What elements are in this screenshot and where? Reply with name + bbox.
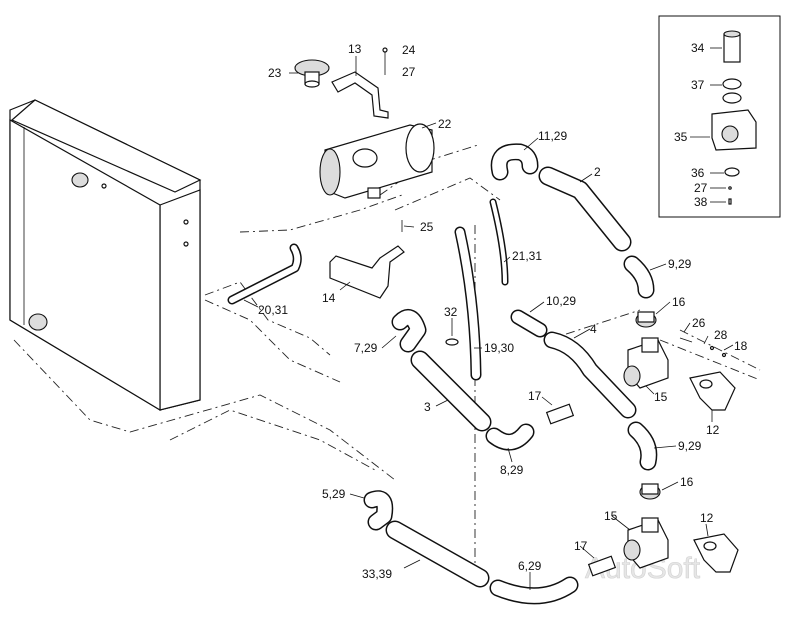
connector-lower bbox=[587, 555, 617, 577]
small-screws bbox=[679, 337, 727, 358]
callout-28: 28 bbox=[714, 328, 728, 342]
callout-26: 26 bbox=[692, 316, 706, 330]
fitting-lower bbox=[639, 483, 661, 500]
callout-2: 2 bbox=[594, 165, 601, 179]
expansion-tank bbox=[319, 123, 435, 199]
callout-21-31: 21,31 bbox=[512, 249, 542, 263]
connector-upper bbox=[545, 403, 575, 425]
callout-33-39: 33,39 bbox=[362, 567, 392, 581]
tank-strap bbox=[331, 71, 389, 119]
callout-17-lower: 17 bbox=[574, 539, 588, 553]
callout-3: 3 bbox=[424, 400, 431, 414]
callout-34: 34 bbox=[691, 41, 705, 55]
radiator bbox=[9, 99, 202, 412]
callout-19-30: 19,30 bbox=[484, 341, 514, 355]
callout-11-29: 11,29 bbox=[538, 129, 567, 143]
mounting-bracket bbox=[329, 245, 405, 299]
fitting-upper bbox=[635, 311, 657, 328]
callout-16-upper: 16 bbox=[672, 295, 686, 309]
callout-6-29: 6,29 bbox=[518, 559, 542, 573]
callout-15-upper: 15 bbox=[654, 390, 668, 404]
inset-bead-27 bbox=[728, 186, 732, 190]
detail-inset-box bbox=[658, 15, 781, 218]
callout-labels: 34 37 35 36 27 38 13 24 27 23 22 11,29 2… bbox=[258, 41, 748, 581]
thermostat-housing-lower bbox=[623, 517, 669, 569]
callout-22: 22 bbox=[438, 117, 452, 131]
leader-lines bbox=[243, 47, 734, 590]
inset-washer-36 bbox=[724, 167, 740, 177]
callout-14: 14 bbox=[322, 291, 336, 305]
callout-12-upper: 12 bbox=[706, 423, 720, 437]
callout-37: 37 bbox=[691, 78, 705, 92]
callout-17-upper: 17 bbox=[528, 389, 542, 403]
callout-13: 13 bbox=[348, 42, 362, 56]
callout-38: 38 bbox=[694, 195, 708, 209]
callout-9-29-upper: 9,29 bbox=[668, 257, 692, 271]
filler-cap bbox=[294, 59, 330, 88]
callout-7-29: 7,29 bbox=[354, 341, 378, 355]
inset-ring-37 bbox=[722, 78, 742, 104]
callout-32: 32 bbox=[444, 305, 458, 319]
hose-clip bbox=[445, 338, 459, 346]
inset-fitting-34 bbox=[723, 30, 741, 63]
callout-9-29-lower: 9,29 bbox=[678, 439, 702, 453]
callout-24: 24 bbox=[402, 43, 416, 57]
callout-15-lower: 15 bbox=[604, 509, 618, 523]
sensor-bracket-lower bbox=[693, 533, 739, 573]
hoses bbox=[227, 143, 658, 605]
callout-10-29: 10,29 bbox=[546, 294, 576, 308]
callout-35: 35 bbox=[674, 130, 688, 144]
callout-18: 18 bbox=[734, 339, 748, 353]
callout-5-29: 5,29 bbox=[322, 487, 346, 501]
screw bbox=[382, 47, 388, 75]
inset-housing-35 bbox=[711, 109, 757, 151]
callout-36: 36 bbox=[691, 166, 705, 180]
callout-25: 25 bbox=[420, 220, 434, 234]
callout-27-inset: 27 bbox=[694, 181, 708, 195]
callout-12-lower: 12 bbox=[700, 511, 714, 525]
thermostat-housing-upper bbox=[623, 337, 669, 389]
inset-bead-38 bbox=[728, 198, 732, 205]
sensor-bracket-upper bbox=[689, 371, 736, 411]
callout-27: 27 bbox=[402, 65, 416, 79]
callout-20-31: 20,31 bbox=[258, 303, 288, 317]
callout-16-lower: 16 bbox=[680, 475, 694, 489]
callout-8-29: 8,29 bbox=[500, 463, 524, 477]
callout-23: 23 bbox=[268, 66, 282, 80]
callout-4: 4 bbox=[590, 322, 597, 336]
